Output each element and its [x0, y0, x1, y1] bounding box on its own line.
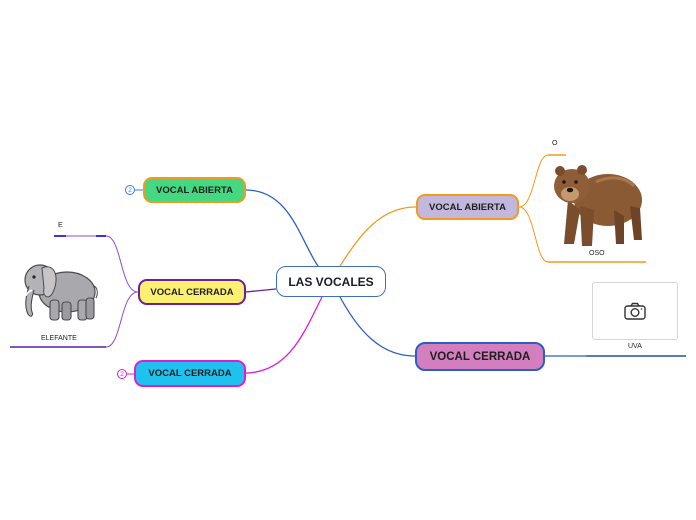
root-node[interactable]: LAS VOCALES — [276, 266, 386, 297]
link-root-cerrada-right — [339, 296, 416, 357]
camera-icon — [624, 302, 646, 320]
elephant-illustration[interactable] — [20, 256, 100, 324]
link-root-abierta-left — [245, 189, 319, 267]
collapsed-count-badge[interactable]: 2 — [125, 185, 135, 195]
branch-vocal-cerrada-right[interactable]: VOCAL CERRADA — [415, 342, 545, 371]
collapsed-count-badge[interactable]: 2 — [117, 369, 127, 379]
bear-illustration[interactable] — [550, 160, 644, 248]
leaf-vowel-e[interactable]: E — [58, 222, 63, 229]
link-root-cerrada-left — [245, 288, 277, 293]
link-abierta-oso — [518, 206, 549, 263]
leaf-word-elefante[interactable]: ELEFANTE — [41, 335, 77, 342]
leaf-word-uva[interactable]: UVA — [628, 343, 642, 350]
link-cerrada-elefante — [105, 291, 139, 348]
branch-vocal-cerrada-left[interactable]: VOCAL CERRADA — [138, 279, 246, 305]
image-placeholder[interactable] — [592, 282, 678, 340]
link-abierta-o — [518, 154, 549, 208]
branch-vocal-abierta-right[interactable]: VOCAL ABIERTA — [416, 194, 519, 220]
link-root-cerrada-left-2 — [245, 296, 323, 374]
branch-vocal-abierta-left[interactable]: VOCAL ABIERTA — [143, 177, 246, 203]
link-cerrada-e — [105, 235, 139, 293]
leaf-word-oso[interactable]: OSO — [589, 250, 605, 257]
leaf-vowel-o[interactable]: O — [552, 140, 558, 147]
branch-vocal-cerrada-left-2[interactable]: VOCAL CERRADA — [134, 360, 246, 387]
link-root-abierta-right — [339, 206, 417, 267]
